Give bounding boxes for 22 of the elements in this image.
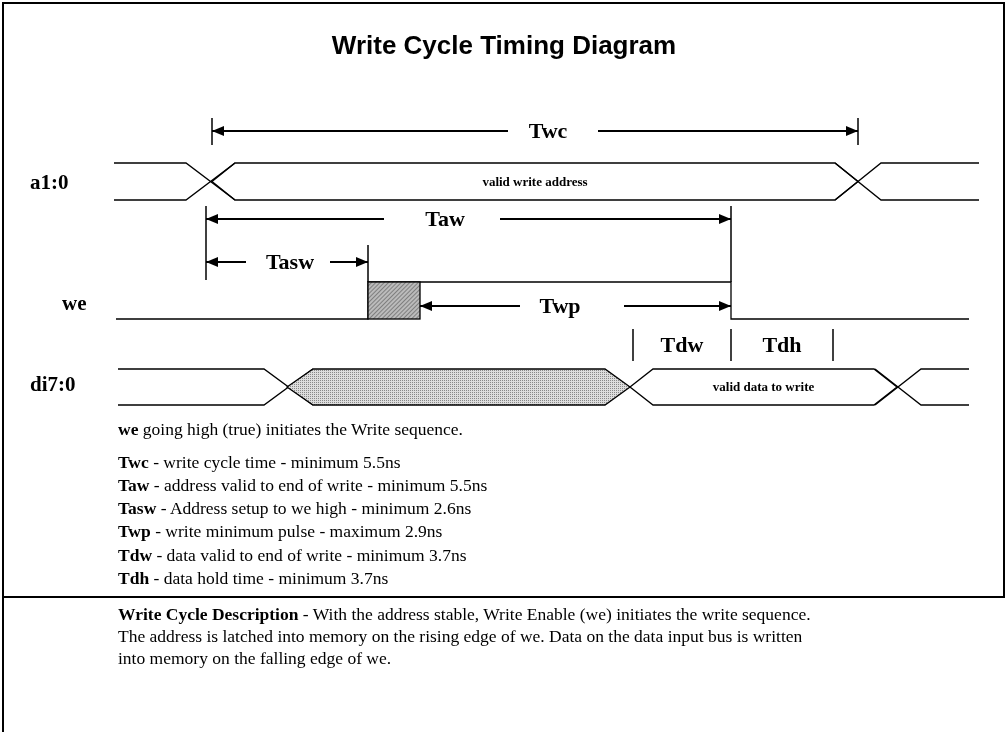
note-text: Taw - address valid to end of write - minimum 5.5ns	[118, 475, 489, 497]
signal-name: di7:0	[30, 373, 76, 395]
note-text: Twc - write cycle time - minimum 5.5ns	[118, 452, 402, 474]
timing-label: Twc	[528, 120, 568, 142]
note-text: Tasw - Address setup to we high - minimum 2.6ns	[118, 498, 473, 520]
bus-value-label: valid write address	[482, 173, 588, 190]
signal-name: we	[62, 292, 87, 314]
bus-segment	[630, 369, 897, 405]
note-text: Tdw - data valid to end of write - minimum 3.7ns	[118, 545, 468, 567]
note-text: we going high (true) initiates the Write sequence.	[118, 419, 464, 441]
description-paragraph: Write Cycle Description - With the address stable, Write Enable (we) initiates the write sequence. The address is latched into memory on the rising edge of we. Data on the data input bus is written into memory on the falling edge of we.	[118, 604, 812, 670]
note-text: Twp - write minimum pulse - maximum 2.9ns	[118, 521, 444, 543]
signal-name: a1:0	[30, 171, 69, 193]
timing-label: Twp	[539, 295, 581, 317]
bus-value-label: valid data to write	[712, 379, 815, 395]
timing-label: Tdw	[660, 334, 704, 356]
timing-label: Tdh	[762, 334, 802, 356]
note-text: Tdh - data hold time - minimum 3.7ns	[118, 568, 390, 590]
bus-segment	[212, 163, 858, 200]
timing-label: Taw	[425, 208, 465, 230]
diagram-title: Write Cycle Timing Diagram	[330, 30, 678, 61]
timing-label: Tasw	[265, 251, 315, 273]
